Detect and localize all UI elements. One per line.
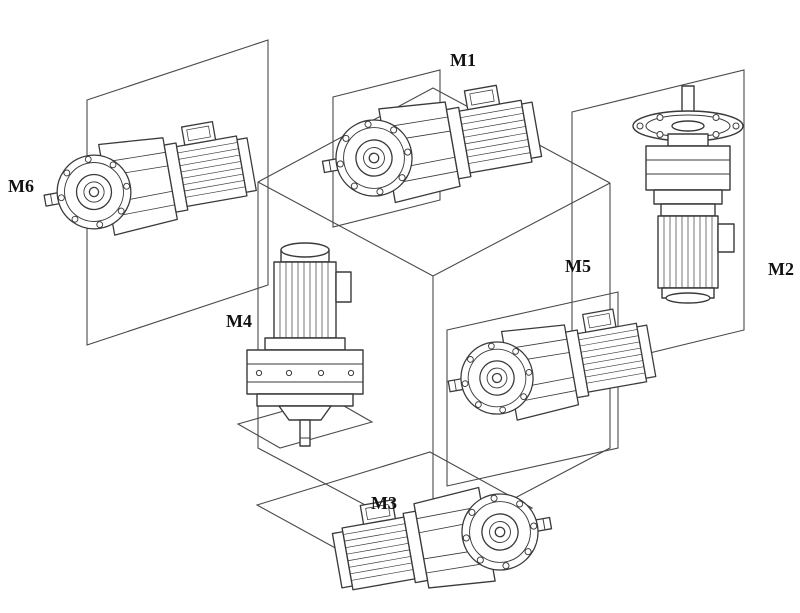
- mounting-planes: [86, 39, 745, 562]
- gearmotor-m6: [35, 115, 261, 247]
- label-m6: M6: [8, 176, 34, 196]
- reference-cube: [257, 87, 611, 542]
- plane-m3: [255, 451, 534, 562]
- gearmotor-m5: [440, 303, 660, 432]
- label-m5: M5: [565, 256, 591, 276]
- gearmotor-m4: [246, 242, 364, 447]
- label-m3: M3: [371, 493, 397, 513]
- plane-m6: [86, 39, 269, 346]
- plane-m1: [332, 69, 441, 228]
- gearmotor-m2: [632, 85, 744, 304]
- plane-m2: [571, 69, 745, 373]
- label-m2: M2: [768, 259, 794, 279]
- label-m1: M1: [450, 50, 476, 70]
- gearmotor-m1: [314, 79, 546, 215]
- label-m4: M4: [226, 311, 252, 331]
- plane-m5: [446, 291, 619, 487]
